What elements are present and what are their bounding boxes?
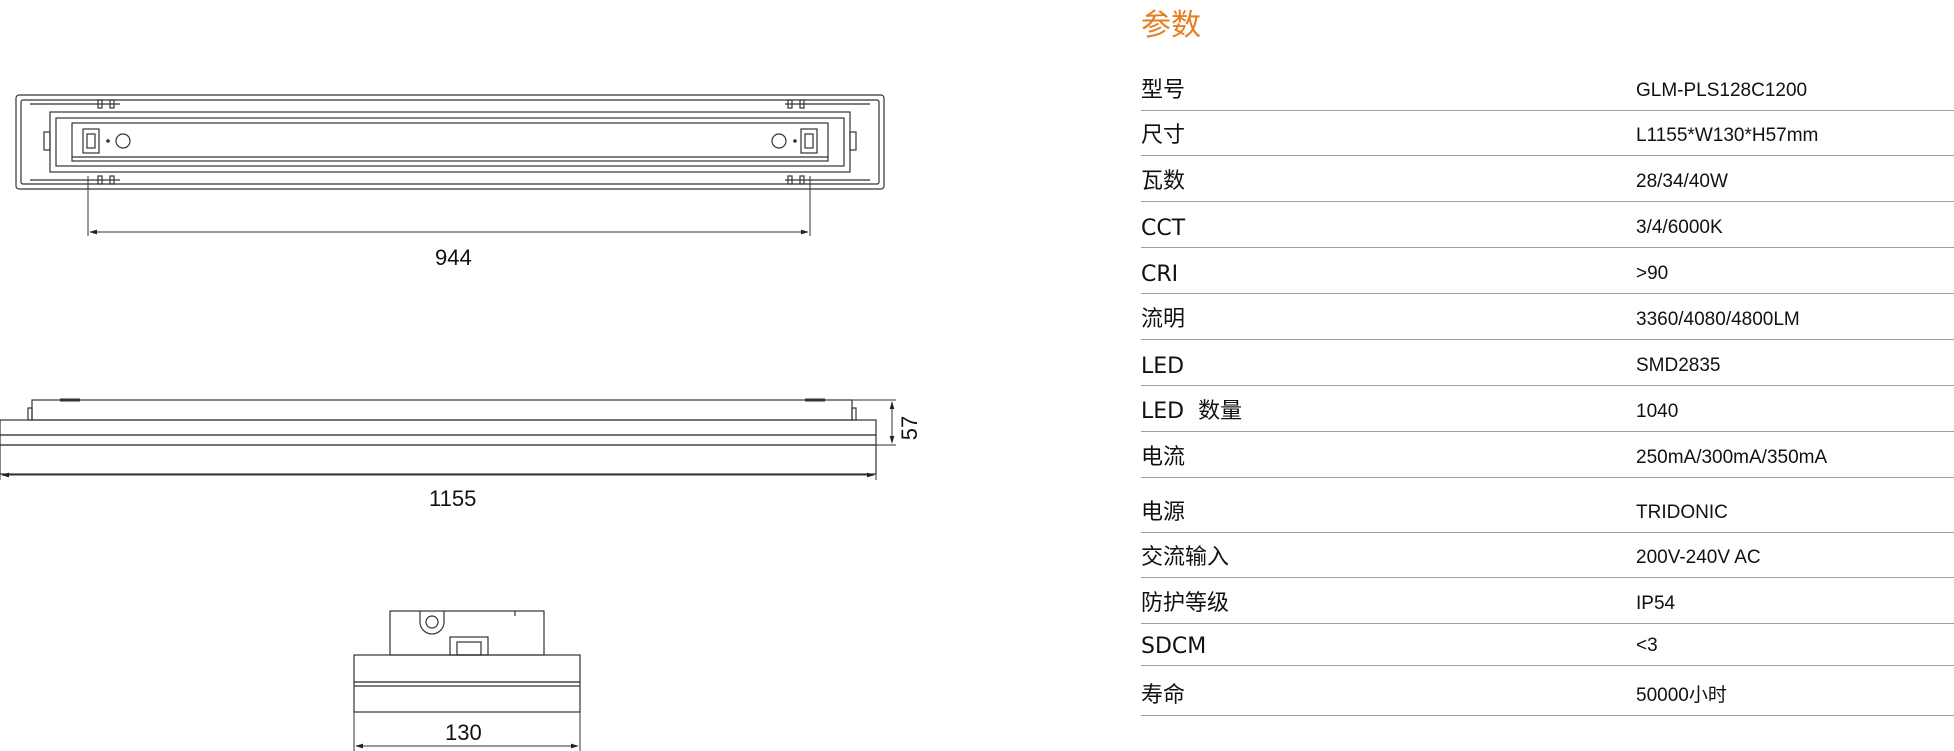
spec-row-size: 尺寸 L1155*W130*H57mm xyxy=(1141,111,1954,156)
end-view-width-label: 130 xyxy=(445,720,482,745)
spec-value: GLM-PLS128C1200 xyxy=(1636,80,1808,101)
spec-label: CCT xyxy=(1141,216,1186,241)
spec-value: L1155*W130*H57mm xyxy=(1636,125,1819,146)
spec-label: 瓦数 xyxy=(1141,169,1186,194)
spec-value: IP54 xyxy=(1636,593,1676,614)
spec-row-led-count: LED 数量 1040 xyxy=(1141,386,1954,432)
spec-label: CRI xyxy=(1141,262,1179,287)
spec-label: SDCM xyxy=(1141,634,1207,659)
spec-title: 参数 xyxy=(1141,8,1201,43)
side-view-length-label: 1155 xyxy=(429,486,477,511)
spec-value: TRIDONIC xyxy=(1636,502,1728,523)
spec-row-ac-input: 交流输入 200V-240V AC xyxy=(1141,533,1954,578)
technical-drawings xyxy=(0,94,896,751)
spec-value: 1040 xyxy=(1636,401,1679,422)
end-view-drawing xyxy=(353,610,581,713)
end-view-dimension-line xyxy=(353,712,581,751)
side-view-height-label: 57 xyxy=(897,415,923,441)
spec-row-ip-rating: 防护等级 IP54 xyxy=(1141,578,1954,624)
spec-label: 流明 xyxy=(1141,307,1186,332)
top-view-dimension-line xyxy=(87,176,811,236)
spec-row-sdcm: SDCM <3 xyxy=(1141,624,1954,666)
spec-value: 250mA/300mA/350mA xyxy=(1636,447,1828,468)
spec-label: LED xyxy=(1141,354,1185,379)
top-view-drawing xyxy=(15,94,885,190)
spec-row-lifetime: 寿命 50000小时 xyxy=(1141,666,1954,716)
spec-label: LED 数量 xyxy=(1141,399,1243,424)
spec-row-current: 电流 250mA/300mA/350mA xyxy=(1141,432,1954,478)
spec-label: 电源 xyxy=(1141,500,1186,525)
spec-label: 防护等级 xyxy=(1141,591,1230,616)
spec-row-cct: CCT 3/4/6000K xyxy=(1141,202,1954,248)
spec-value: 200V-240V AC xyxy=(1636,547,1761,568)
spec-label: 电流 xyxy=(1141,445,1186,470)
spec-label: 交流输入 xyxy=(1141,545,1230,570)
spec-value: <3 xyxy=(1636,635,1658,656)
spec-label: 寿命 xyxy=(1141,683,1186,708)
spec-row-lumen: 流明 3360/4080/4800LM xyxy=(1141,294,1954,340)
spec-value: 3360/4080/4800LM xyxy=(1636,309,1800,330)
side-view-drawing xyxy=(0,398,877,475)
spec-table: 型号 GLM-PLS128C1200 尺寸 L1155*W130*H57mm 瓦… xyxy=(1141,68,1954,716)
side-view-dimension-lines xyxy=(0,399,896,480)
spec-value: 28/34/40W xyxy=(1636,171,1728,192)
spec-value: 3/4/6000K xyxy=(1636,217,1723,238)
spec-row-led: LED SMD2835 xyxy=(1141,340,1954,386)
spec-value: SMD2835 xyxy=(1636,355,1721,376)
spec-label: 型号 xyxy=(1141,78,1186,103)
spec-row-model: 型号 GLM-PLS128C1200 xyxy=(1141,68,1954,111)
spec-row-wattage: 瓦数 28/34/40W xyxy=(1141,156,1954,202)
spec-label: 尺寸 xyxy=(1141,123,1186,148)
spec-value: 50000小时 xyxy=(1636,685,1727,706)
top-view-dimension-label: 944 xyxy=(435,245,472,270)
spec-row-cri: CRI >90 xyxy=(1141,248,1954,294)
spec-value: >90 xyxy=(1636,263,1669,284)
spec-row-driver: 电源 TRIDONIC xyxy=(1141,478,1954,533)
